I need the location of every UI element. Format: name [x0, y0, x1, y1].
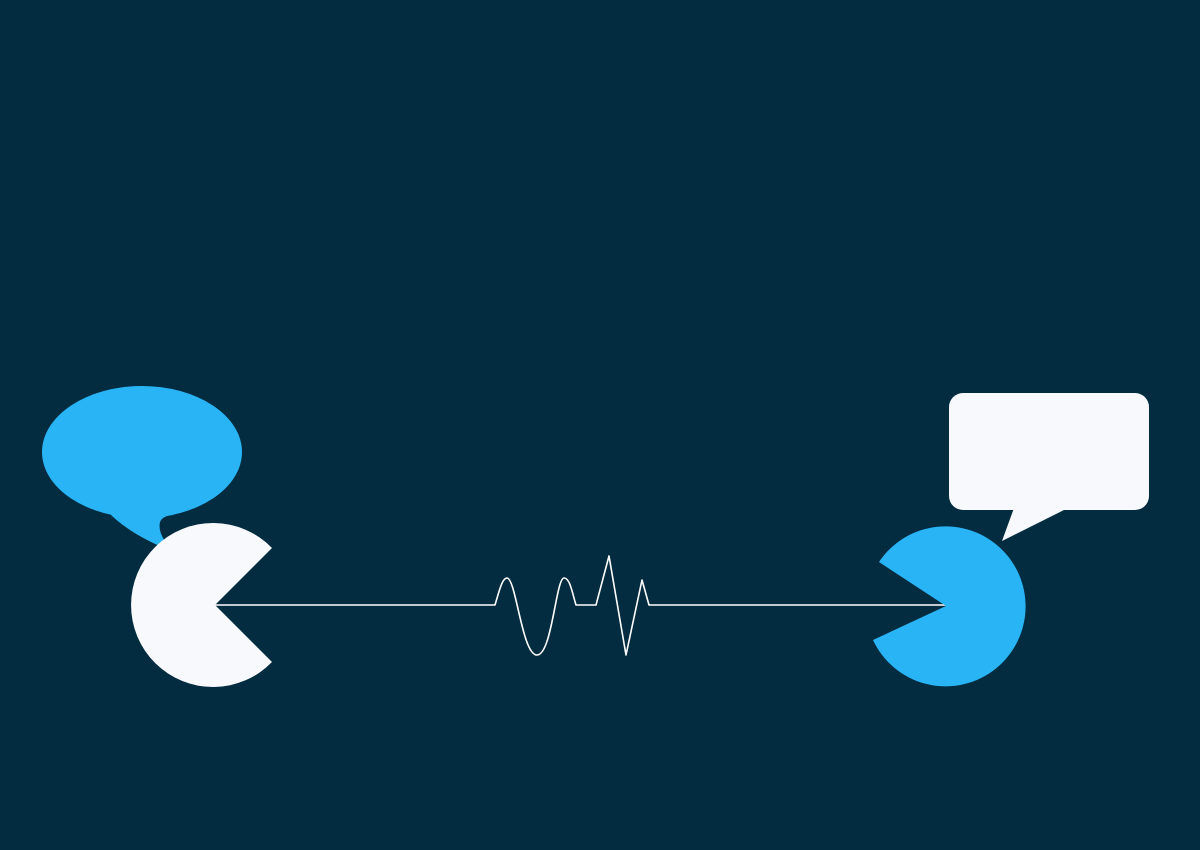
speech-bubble-rect-icon	[949, 393, 1149, 541]
waveform-icon	[215, 555, 946, 656]
speech-bubble-oval-icon	[42, 386, 242, 552]
pacman-icon	[131, 523, 272, 688]
pacman-icon	[873, 526, 1026, 687]
